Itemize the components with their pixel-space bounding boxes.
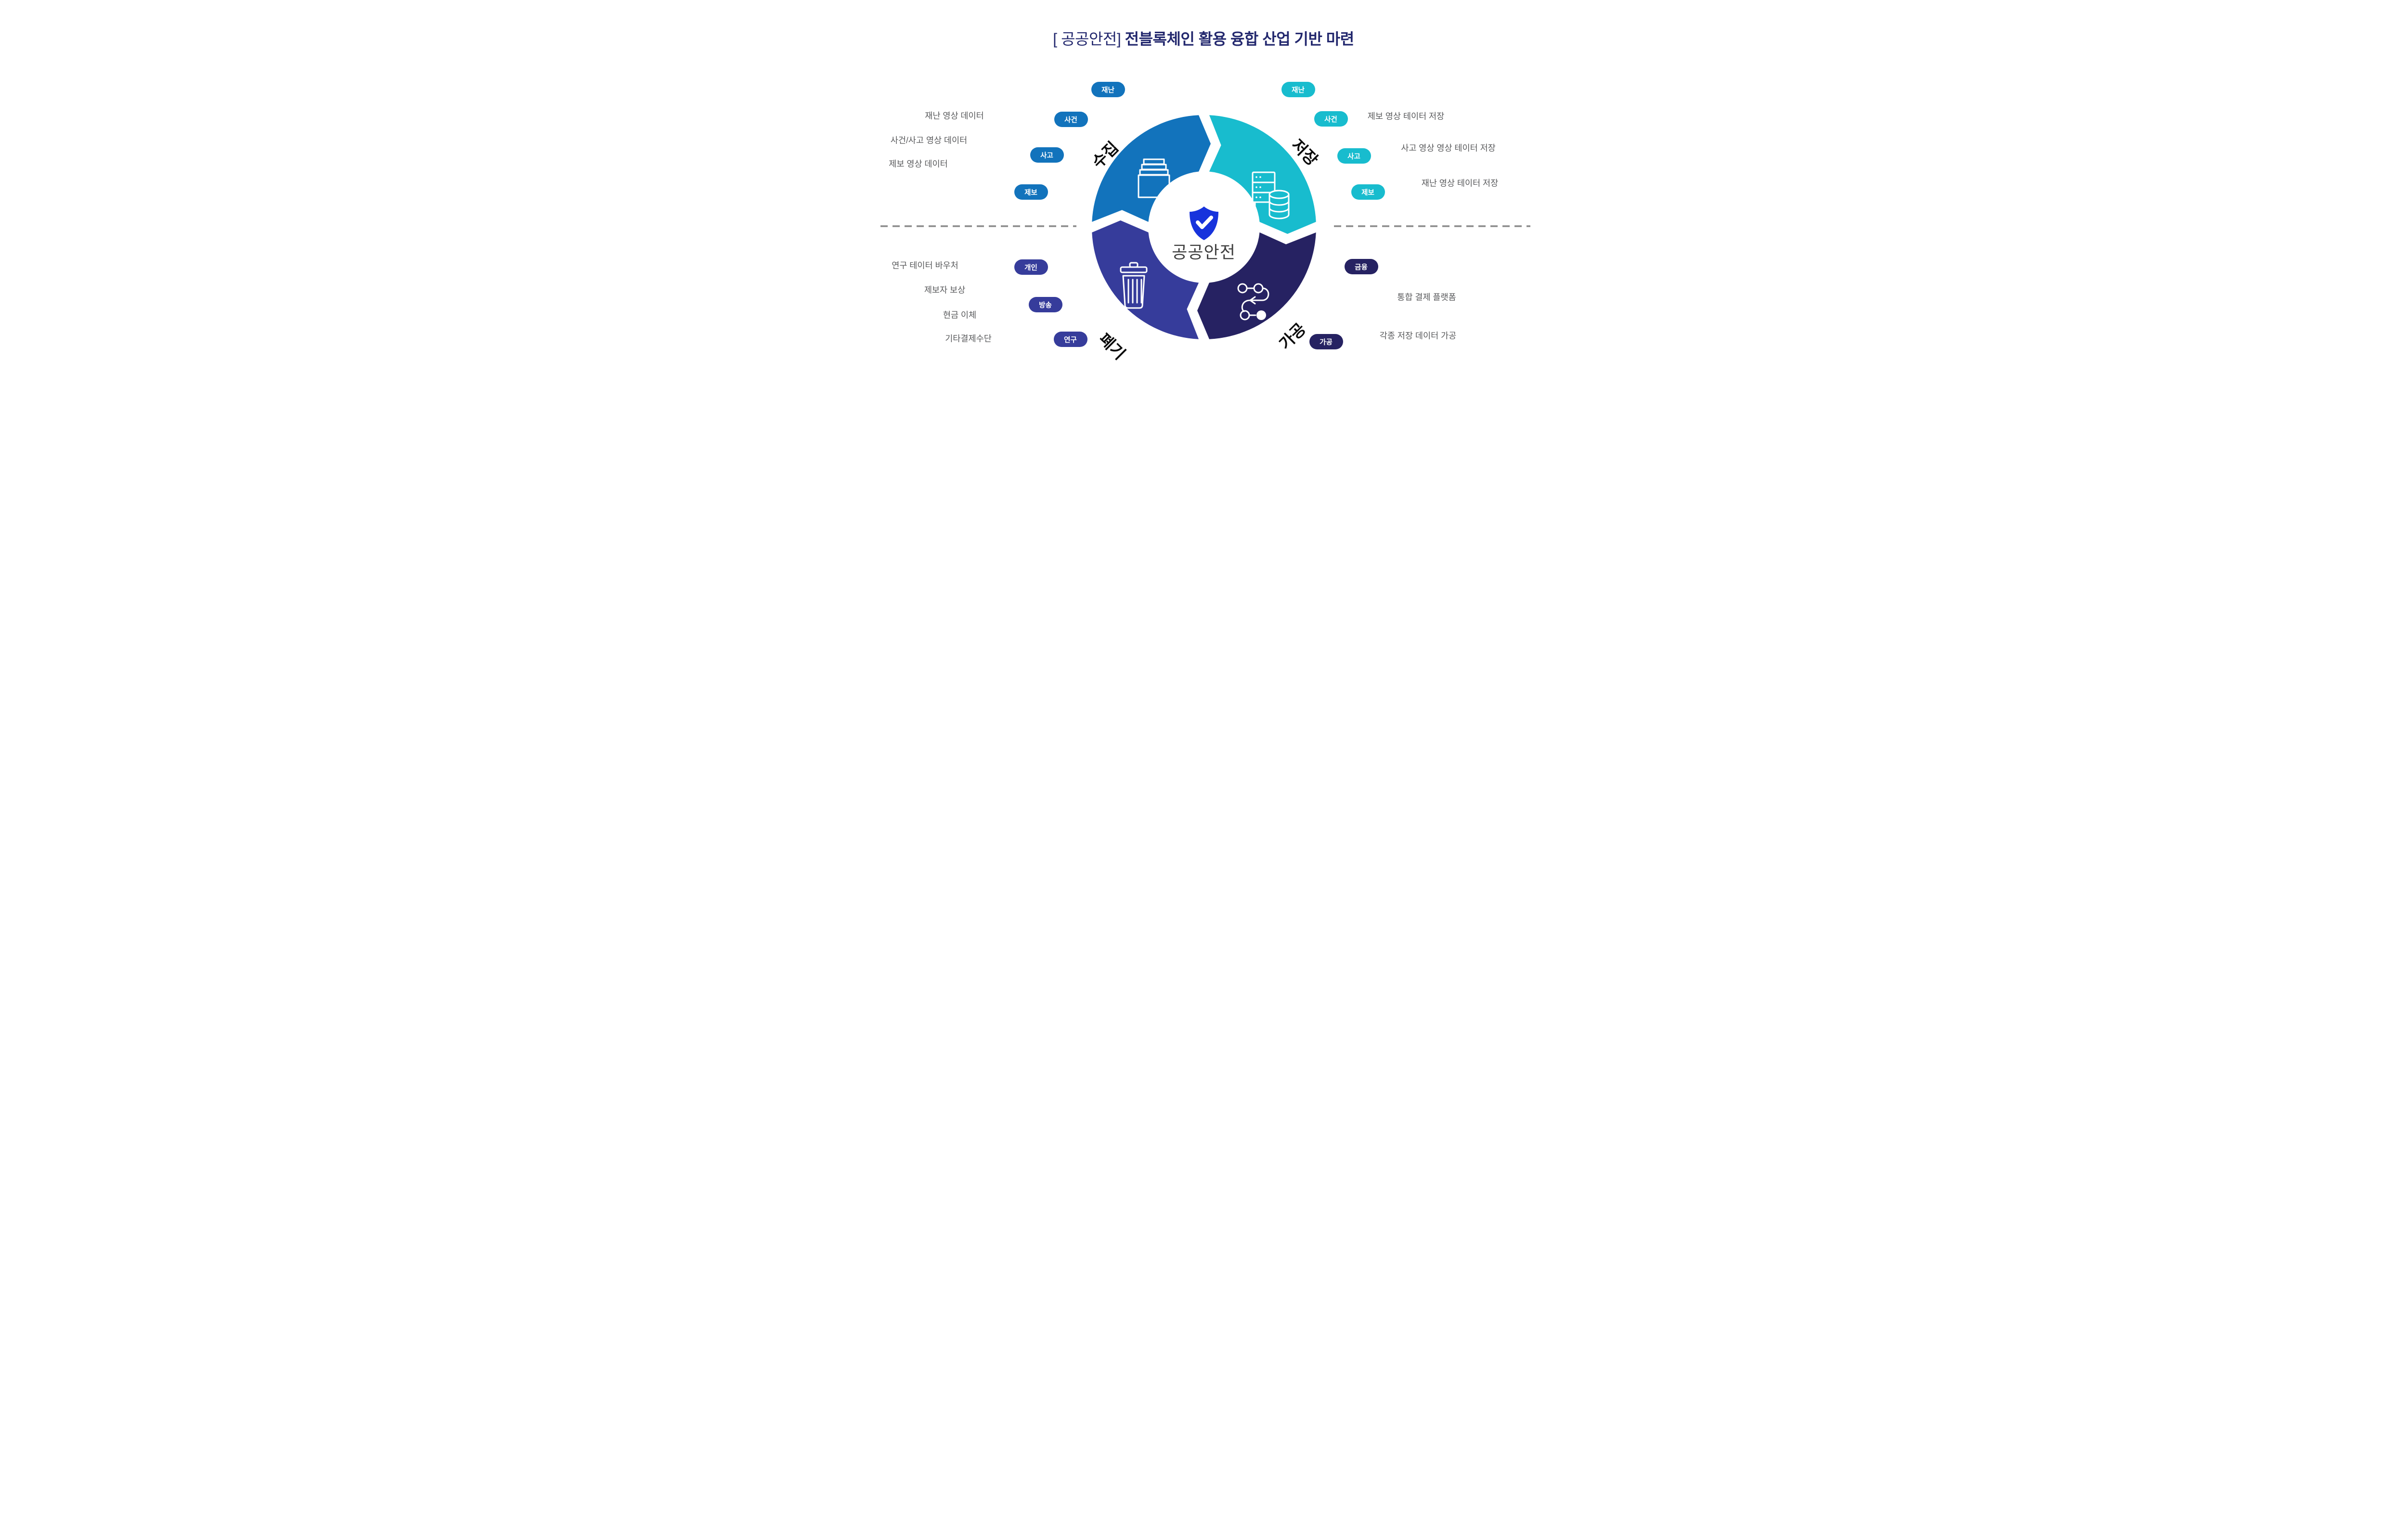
server-database-icon bbox=[1252, 171, 1289, 219]
data-item-dispose-1: 제보자 보상 bbox=[924, 285, 966, 295]
data-item-store-2: 재난 영상 테이터 저장 bbox=[1421, 178, 1499, 188]
data-item-store-0: 제보 영상 테이터 저장 bbox=[1367, 111, 1445, 121]
category-pill-collect-disaster: 재난 bbox=[1091, 82, 1125, 97]
data-item-dispose-0: 연구 테이터 바우처 bbox=[892, 260, 958, 270]
data-item-dispose-3: 기타결제수단 bbox=[945, 334, 992, 344]
center-label: 공공안전 bbox=[1172, 243, 1236, 262]
category-pill-collect-incident: 사건 bbox=[1054, 112, 1088, 127]
data-item-collect-2: 제보 영상 데이터 bbox=[889, 159, 948, 169]
category-pill-process-finance: 금융 bbox=[1344, 259, 1378, 274]
data-item-collect-0: 재난 영상 데이터 bbox=[925, 111, 984, 121]
data-item-collect-1: 사건/사고 영상 데이터 bbox=[890, 135, 968, 145]
page-title-prefix: [ 공공안전] bbox=[1053, 30, 1125, 48]
data-item-store-1: 사고 영상 영상 테이터 저장 bbox=[1401, 143, 1496, 153]
segment-collect bbox=[1091, 115, 1211, 222]
data-item-process-0: 통합 결제 플랫폼 bbox=[1397, 292, 1456, 302]
segment-dispose bbox=[1091, 220, 1199, 339]
cycle-ring bbox=[1091, 115, 1316, 339]
category-pill-process-processing: 가공 bbox=[1309, 334, 1343, 349]
category-pill-store-accident: 사고 bbox=[1337, 148, 1371, 164]
data-item-dispose-2: 현금 이체 bbox=[943, 310, 977, 320]
category-pill-dispose-research: 연구 bbox=[1053, 332, 1087, 347]
page-title-main: 전블록체인 활용 융합 산업 기반 마련 bbox=[1125, 30, 1355, 48]
trash-icon bbox=[1120, 262, 1147, 309]
shield-check-icon bbox=[1189, 206, 1218, 240]
segment-store bbox=[1209, 115, 1316, 234]
category-pill-collect-report: 제보 bbox=[1014, 184, 1048, 200]
category-pill-collect-accident: 사고 bbox=[1030, 147, 1064, 163]
data-item-process-1: 각종 저장 데이터 가공 bbox=[1379, 331, 1457, 341]
page-title: [ 공공안전] 전블록체인 활용 융합 산업 기반 마련 bbox=[861, 27, 1546, 49]
segment-process bbox=[1197, 232, 1316, 339]
infographic-canvas: [ 공공안전] 전블록체인 활용 융합 산업 기반 마련 bbox=[861, 0, 1546, 385]
category-pill-dispose-broadcast: 방송 bbox=[1028, 297, 1062, 312]
divider-layer bbox=[880, 225, 1530, 227]
process-route-icon bbox=[1237, 283, 1269, 321]
category-pill-dispose-personal: 개인 bbox=[1014, 259, 1048, 275]
category-pill-store-incident: 사건 bbox=[1314, 111, 1348, 127]
category-pill-store-report: 제보 bbox=[1351, 184, 1385, 200]
archive-stack-icon bbox=[1138, 158, 1170, 198]
category-pill-store-disaster: 재난 bbox=[1281, 82, 1315, 97]
